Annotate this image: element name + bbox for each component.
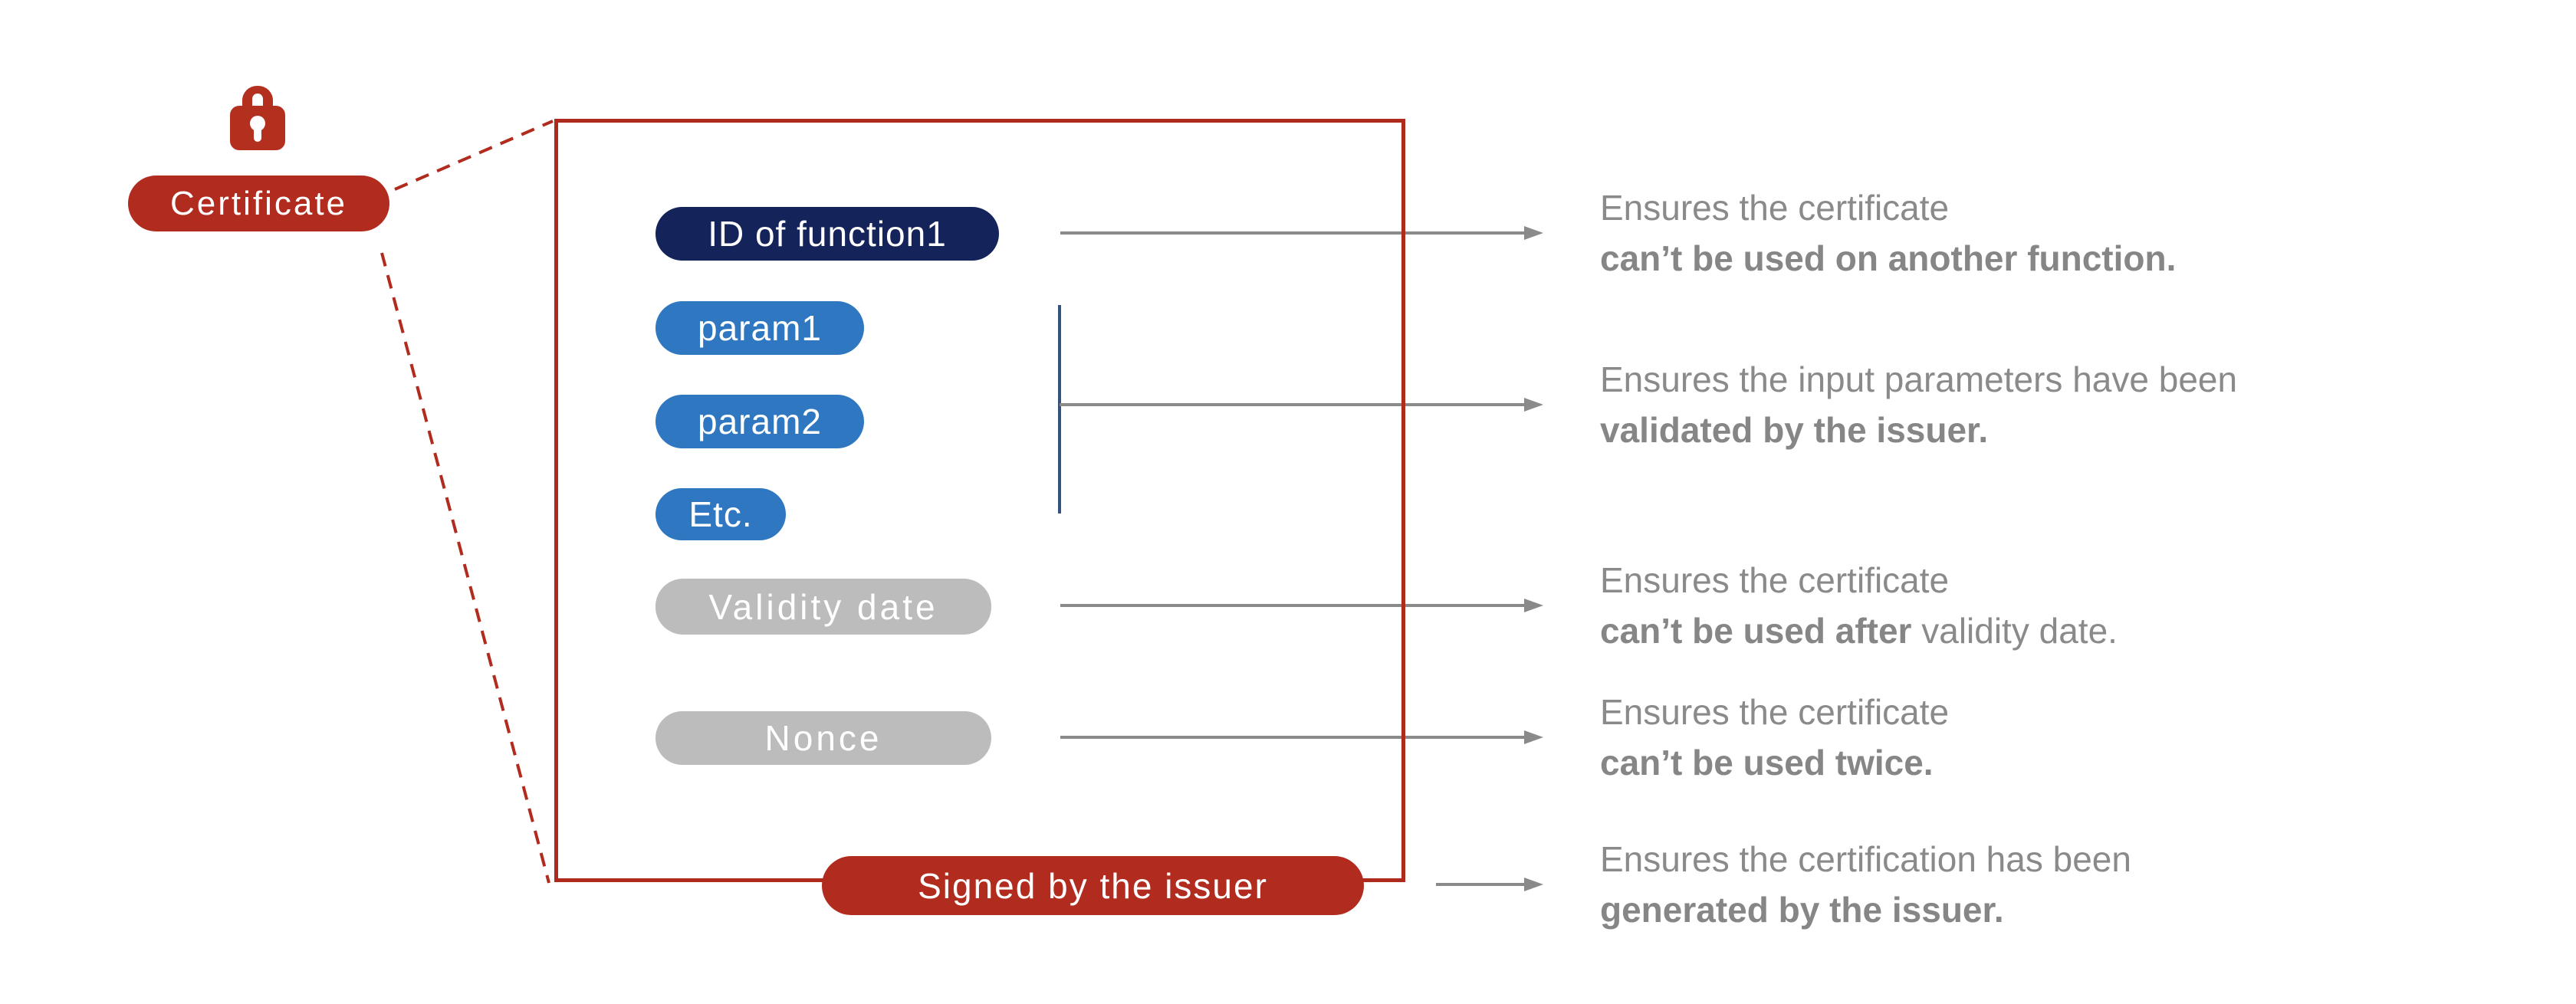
field-pill-validity-date: Validity date (656, 579, 991, 635)
certificate-pill: Certificate (128, 176, 389, 231)
arrow-id-of-function (1060, 226, 1543, 240)
explanation-line-normal: Ensures the certification has been (1600, 839, 2131, 879)
arrow-head (1524, 730, 1543, 744)
explanation-validity-date: Ensures the certificate can’t be used af… (1600, 555, 2558, 656)
explanation-line-normal: Ensures the certificate (1600, 692, 1950, 732)
explanation-parameters: Ensures the input parameters have been v… (1600, 354, 2558, 455)
field-pill-param1: param1 (656, 301, 864, 355)
explanation-signed: Ensures the certification has been gener… (1600, 834, 2558, 935)
explanation-line-normal: Ensures the certificate (1600, 560, 1950, 600)
dashed-link-top (394, 120, 554, 191)
explanation-id-of-function: Ensures the certificate can’t be used on… (1600, 182, 2558, 284)
field-pill-etc: Etc. (656, 488, 786, 540)
arrow-head (1524, 878, 1543, 891)
explanation-nonce: Ensures the certificate can’t be used tw… (1600, 687, 2558, 788)
field-pill-param2: param2 (656, 395, 864, 448)
explanation-line-normal: Ensures the certificate (1600, 188, 1950, 228)
signed-by-issuer-pill: Signed by the issuer (822, 856, 1364, 915)
explanation-line-bold: validated by the issuer. (1600, 410, 1989, 450)
arrow-head (1524, 226, 1543, 240)
arrow-head (1524, 599, 1543, 612)
explanation-line-bold: can’t be used on another function. (1600, 238, 2177, 278)
lock-icon (230, 86, 285, 150)
field-pill-nonce: Nonce (656, 711, 991, 765)
arrow-signed (1436, 878, 1543, 891)
dashed-link-bottom (380, 252, 550, 884)
certificate-box (554, 119, 1405, 882)
explanation-line-bold: can’t be used twice. (1600, 743, 1934, 783)
field-pill-id-of-function1: ID of function1 (656, 207, 999, 261)
arrow-head (1524, 398, 1543, 412)
arrow-nonce (1060, 730, 1543, 744)
explanation-line-bold: generated by the issuer. (1600, 890, 2004, 930)
arrow-parameters (1060, 398, 1543, 412)
explanation-line-normal: Ensures the input parameters have been (1600, 359, 2238, 399)
arrow-validity-date (1060, 599, 1543, 612)
explanation-line-bold: can’t be used after validity date. (1600, 611, 2118, 651)
